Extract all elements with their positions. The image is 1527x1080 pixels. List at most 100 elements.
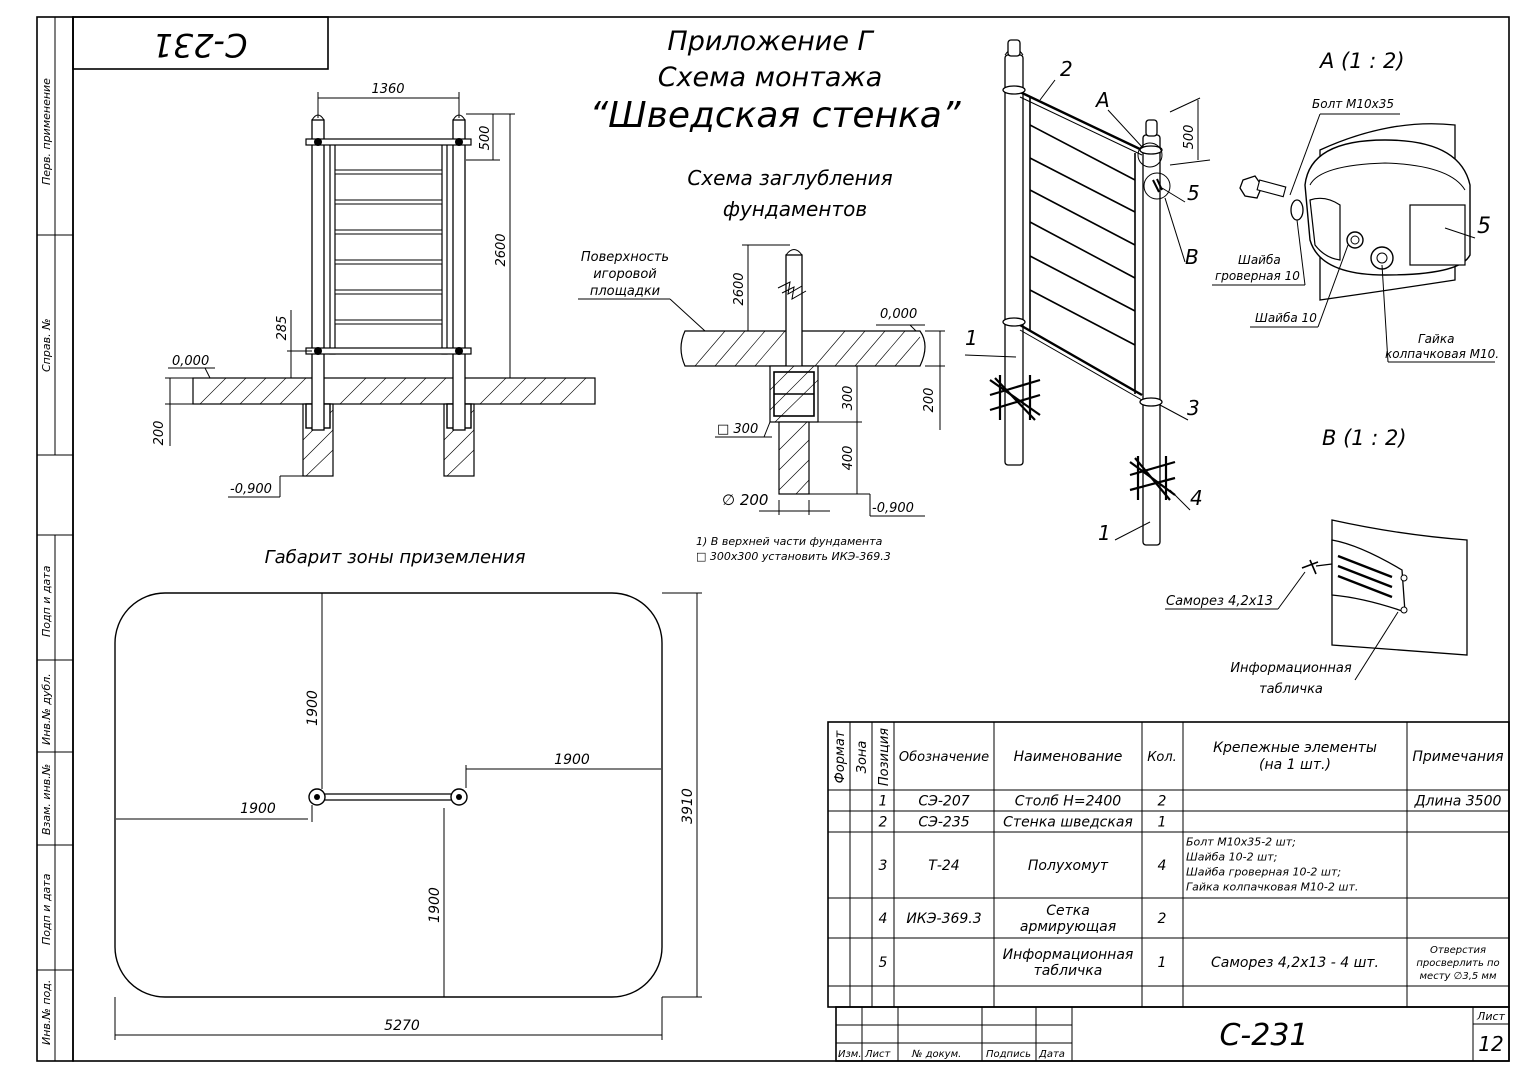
- callout-500: 500: [1182, 125, 1197, 150]
- title-block-col-list: Лист: [864, 1049, 892, 1060]
- spec-row-designation: ИКЭ-369.3: [906, 911, 981, 927]
- spec-row-qty: 2: [1158, 794, 1167, 810]
- detail-b-screw: Саморез 4,2х13: [1166, 594, 1273, 609]
- detail-a-bolt: Болт М10х35: [1312, 97, 1394, 111]
- detail-a-washer: Шайба 10: [1255, 311, 1317, 325]
- level-bottom: -0,900: [230, 482, 272, 497]
- spec-row-pos: 5: [879, 955, 888, 971]
- spec-row-qty: 1: [1158, 955, 1167, 971]
- spec-row-qty: 2: [1158, 911, 1167, 927]
- side-label: Подп и дата: [40, 565, 53, 637]
- landing-dim-height: 3910: [680, 788, 696, 824]
- foundation-level-bottom: -0,900: [872, 501, 914, 516]
- dim-width: 1360: [371, 82, 404, 97]
- foundation-title-2: фундаментов: [723, 197, 867, 221]
- landing-zone-outline: [114, 592, 663, 998]
- callout-1-top: 1: [965, 326, 978, 350]
- detail-a: А (1 : 2) Болт М10х35 Шайба гроверная 10…: [1212, 49, 1499, 363]
- spec-row-fasteners: Саморез 4,2х13 - 4 шт.: [1211, 955, 1379, 971]
- callout-5: 5: [1187, 181, 1200, 205]
- surface-label-1: Поверхность: [581, 250, 669, 265]
- callout-3: 3: [1187, 396, 1200, 420]
- spec-header-notes: Примечания: [1412, 749, 1503, 765]
- spec-table: Формат Зона Позиция Обозначение Наименов…: [827, 721, 1510, 1008]
- spec-row-name: Столб Н=2400: [1015, 794, 1122, 810]
- detail-b-plate-1: Информационная: [1230, 661, 1352, 676]
- spec-row-designation: СЭ-235: [918, 815, 969, 831]
- dim-400: 400: [841, 446, 856, 471]
- title-block: Изм. Лист № докум. Подпись Дата С-231 Ли…: [835, 1006, 1510, 1062]
- detail-a-washer-spring-1: Шайба: [1238, 253, 1281, 267]
- title-line-2: Схема монтажа: [658, 62, 883, 93]
- spec-header-fasteners: Крепежные элементы(на 1 шт.): [1213, 740, 1377, 773]
- callout-2: 2: [1060, 57, 1073, 81]
- foundation-scheme: Схема заглубления фундаментов Поверхност…: [578, 166, 945, 563]
- surface-label-3: площадки: [590, 284, 660, 299]
- foundation-note-2: □ 300х300 установить ИКЭ-369.3: [696, 550, 891, 563]
- code-box: [72, 16, 329, 70]
- foundation-title-1: Схема заглубления: [687, 166, 892, 190]
- spec-header-qty: Кол.: [1147, 750, 1177, 765]
- title-block-col-izm: Изм.: [838, 1049, 862, 1060]
- landing-dim-right: 1900: [554, 752, 590, 768]
- title-block-sheet-label: Лист: [1476, 1010, 1505, 1023]
- dim-top: 500: [478, 126, 493, 151]
- spec-header-format: Формат: [833, 730, 848, 783]
- detail-b-title: В (1 : 2): [1322, 426, 1407, 450]
- callout-4: 4: [1190, 486, 1203, 510]
- side-label: Перв. применение: [40, 78, 53, 185]
- dim-foundation: 200: [152, 421, 167, 446]
- dim-200: 200: [922, 388, 937, 413]
- spec-row-name: Полухомут: [1028, 858, 1109, 874]
- landing-zone-title: Габарит зоны приземления: [265, 547, 526, 568]
- side-label: Инв.№ под.: [40, 980, 53, 1045]
- isometric-view: 2 A 500 5 B 1 3 4 1: [964, 39, 1211, 546]
- title-block-col-sign: Подпись: [986, 1049, 1031, 1060]
- callout-b: B: [1185, 245, 1199, 269]
- front-view: 1360 500 2600 285 0,000 200 -0,900: [152, 82, 596, 498]
- detail-b: В (1 : 2) Саморез 4,2х13 Информационная …: [1165, 426, 1468, 697]
- square-300: □ 300: [717, 422, 758, 437]
- title-block-col-doc: № докум.: [911, 1049, 961, 1060]
- detail-a-title: А (1 : 2): [1318, 49, 1405, 73]
- spec-row-designation: Т-24: [928, 858, 959, 874]
- spec-row-designation: СЭ-207: [918, 794, 969, 810]
- title-block-col-date: Дата: [1038, 1049, 1065, 1060]
- spec-row-note: Длина 3500: [1414, 794, 1502, 810]
- callout-a: A: [1094, 88, 1110, 112]
- detail-a-washer-spring-2: гроверная 10: [1215, 269, 1300, 283]
- side-label: Подп и дата: [40, 873, 53, 945]
- callout-1-bottom: 1: [1098, 521, 1111, 545]
- level-zero: 0,000: [172, 354, 209, 369]
- spec-row-pos: 2: [879, 815, 888, 831]
- dim-height: 2600: [494, 233, 509, 266]
- detail-b-plate-2: табличка: [1259, 682, 1323, 697]
- code-box-text: С-231: [153, 26, 248, 64]
- diam-200: ∅ 200: [722, 491, 768, 509]
- foundation-level-zero: 0,000: [880, 307, 917, 322]
- side-label: Инв.№ дубл.: [40, 673, 53, 745]
- spec-header-name: Наименование: [1014, 749, 1123, 765]
- spec-header-position: Позиция: [877, 728, 892, 786]
- spec-row-qty: 4: [1158, 858, 1167, 874]
- spec-header-designation: Обозначение: [899, 750, 989, 765]
- dim-bottom-bar: 285: [275, 316, 290, 341]
- title-block-code: С-231: [1219, 1018, 1308, 1053]
- landing-dim-bottom: 1900: [427, 887, 443, 923]
- spec-row-name: Стенка шведская: [1003, 815, 1133, 831]
- landing-dim-top: 1900: [305, 690, 321, 726]
- spec-row-pos: 1: [879, 794, 888, 810]
- side-label: Взам. инв.№: [40, 764, 53, 835]
- detail-a-nut-2: колпачковая М10.: [1385, 347, 1499, 361]
- spec-row-pos: 4: [879, 911, 888, 927]
- title-block-sheet-no: 12: [1478, 1032, 1503, 1056]
- spec-header-zone: Зона: [855, 741, 870, 774]
- surface-label-2: игоровой: [593, 267, 657, 282]
- landing-zone: Габарит зоны приземления 1900 1900 1900 …: [114, 547, 702, 1040]
- title-line-3: “Шведская стенка”: [589, 95, 960, 136]
- side-label: Справ. №: [40, 318, 53, 372]
- spec-row-qty: 1: [1158, 815, 1167, 831]
